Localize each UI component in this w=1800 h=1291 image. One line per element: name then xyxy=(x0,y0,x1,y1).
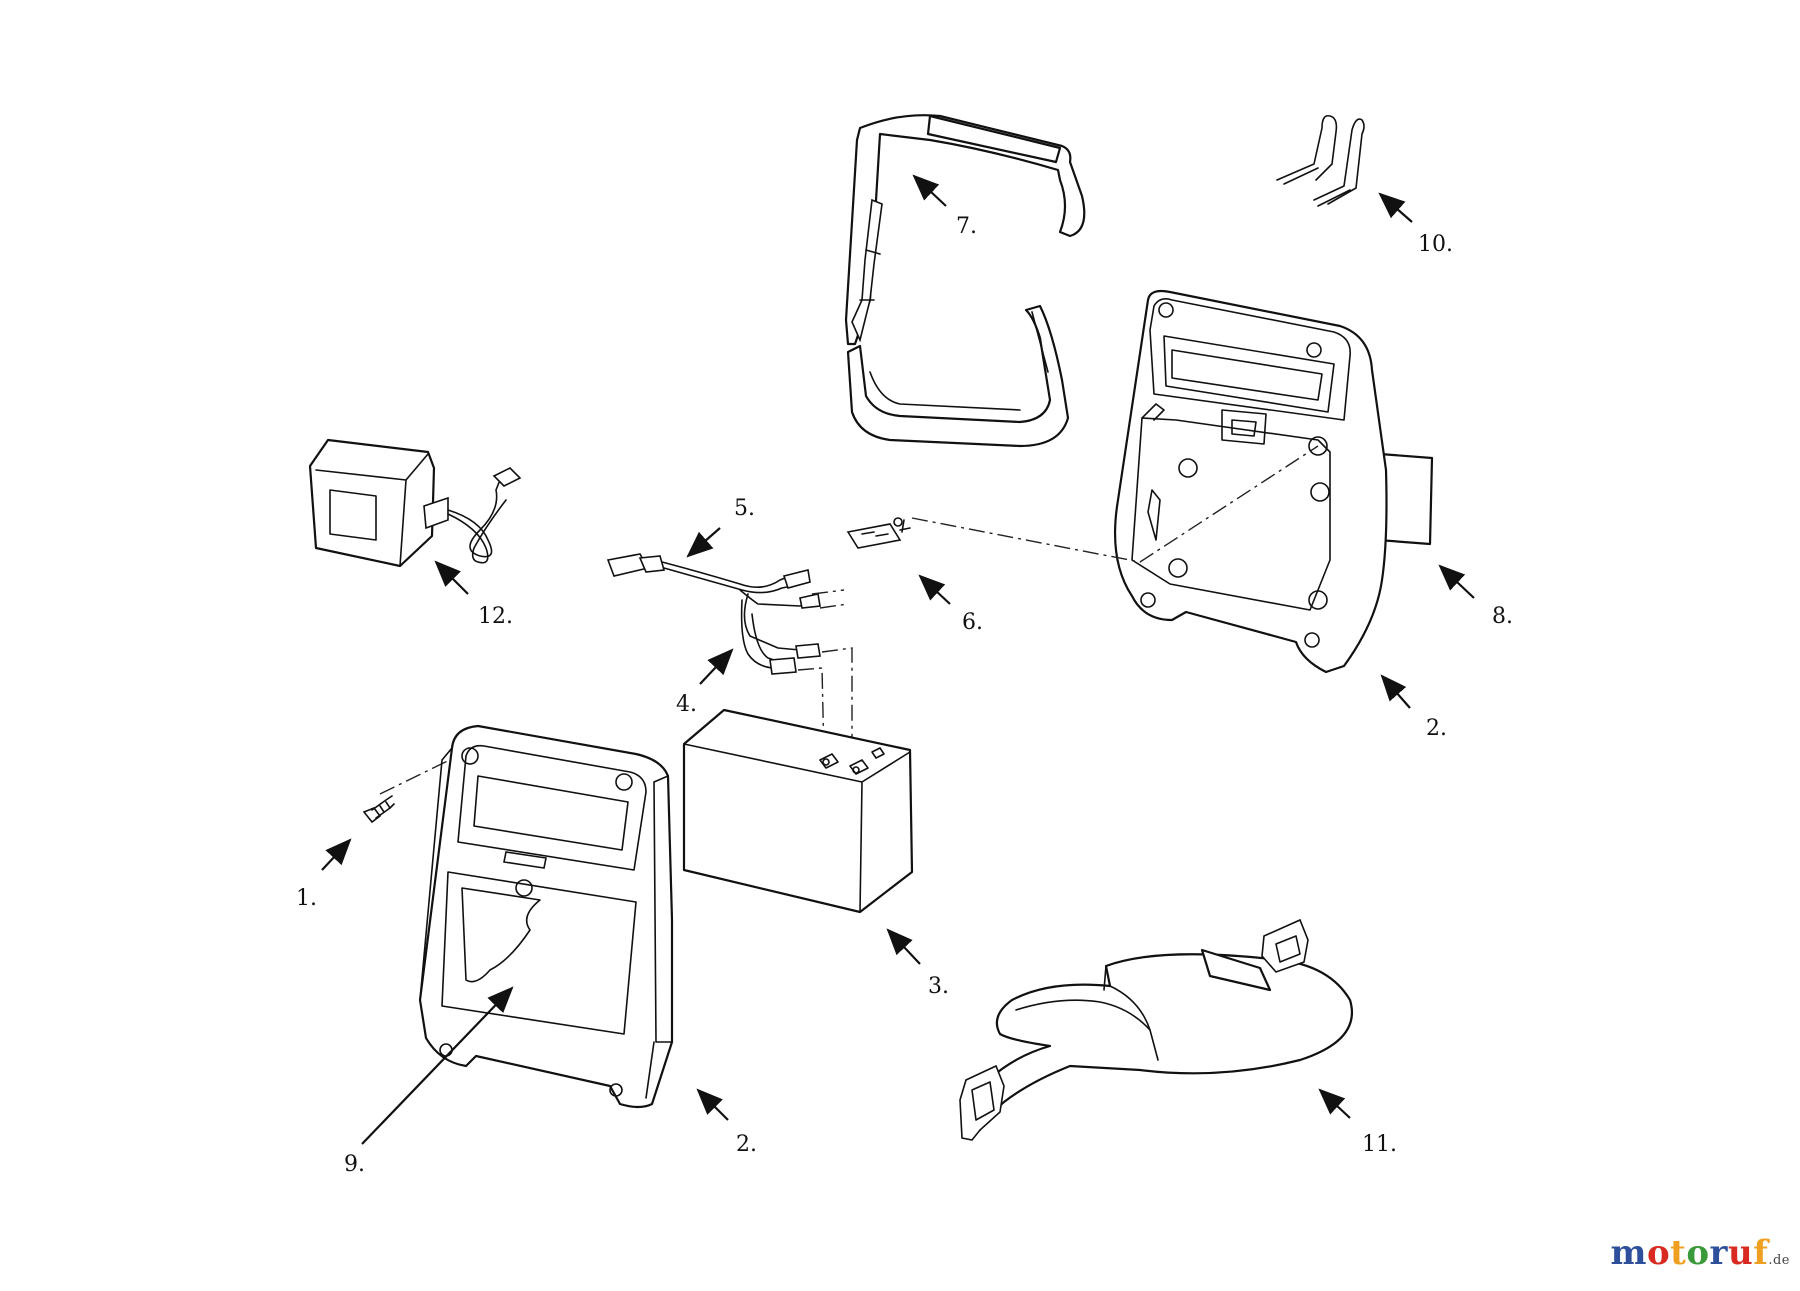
callout-11: 11. xyxy=(1362,1132,1397,1157)
leader-arrow-11 xyxy=(1318,1088,1351,1119)
part-7-carry-strap xyxy=(844,114,1086,448)
part-4-5-6-wiring-harness xyxy=(606,517,911,675)
callout-2-rear: 2. xyxy=(1426,716,1447,741)
logo-tld: .de xyxy=(1768,1253,1790,1268)
leader-arrow-10 xyxy=(1378,192,1413,223)
part-10-wire-clip xyxy=(1276,114,1365,207)
logo-letter: r xyxy=(1709,1233,1728,1273)
part-12-ac-adapter xyxy=(308,438,522,568)
logo-letter: m xyxy=(1610,1233,1647,1273)
callout-4: 4. xyxy=(676,692,697,717)
leader-arrow-2-rear xyxy=(1380,674,1411,709)
leader-arrow-5 xyxy=(686,527,721,558)
assembly-line-fuse-to-housing xyxy=(911,445,1319,563)
logo-letter: u xyxy=(1727,1233,1754,1273)
logo-letter: o xyxy=(1646,1233,1671,1273)
motoruf-logo: motoruf.de xyxy=(1610,1233,1790,1273)
leader-arrow-12 xyxy=(434,560,469,595)
leader-arrow-4 xyxy=(699,648,734,685)
callout-9: 9. xyxy=(344,1152,365,1177)
part-3-battery xyxy=(682,708,914,914)
leader-arrow-9 xyxy=(361,986,514,1145)
logo-wordmark: motoruf xyxy=(1610,1233,1768,1273)
leader-arrow-2-front xyxy=(696,1088,729,1121)
part-11-belt xyxy=(959,918,1353,1141)
callout-2-front: 2. xyxy=(736,1132,757,1157)
callout-8: 8. xyxy=(1492,604,1513,629)
callout-1: 1. xyxy=(296,886,317,911)
leader-arrow-8 xyxy=(1438,564,1475,599)
logo-letter: o xyxy=(1686,1233,1710,1273)
part-2-front-housing xyxy=(418,724,674,1109)
logo-letter: f xyxy=(1753,1233,1769,1273)
callout-5: 5. xyxy=(734,496,755,521)
leader-arrow-7 xyxy=(912,174,947,207)
callout-6: 6. xyxy=(962,610,983,635)
leader-arrow-1 xyxy=(321,838,352,871)
logo-letter: t xyxy=(1670,1233,1687,1273)
assembly-line-harness-to-battery xyxy=(797,589,853,759)
leader-arrow-6 xyxy=(918,574,951,605)
callout-3: 3. xyxy=(928,974,949,999)
part-1-screw xyxy=(362,795,395,824)
part-2-rear-housing xyxy=(1113,289,1434,674)
callout-7: 7. xyxy=(956,214,977,239)
leader-arrow-3 xyxy=(886,928,921,965)
callout-12: 12. xyxy=(478,604,513,629)
callout-10: 10. xyxy=(1418,232,1453,257)
